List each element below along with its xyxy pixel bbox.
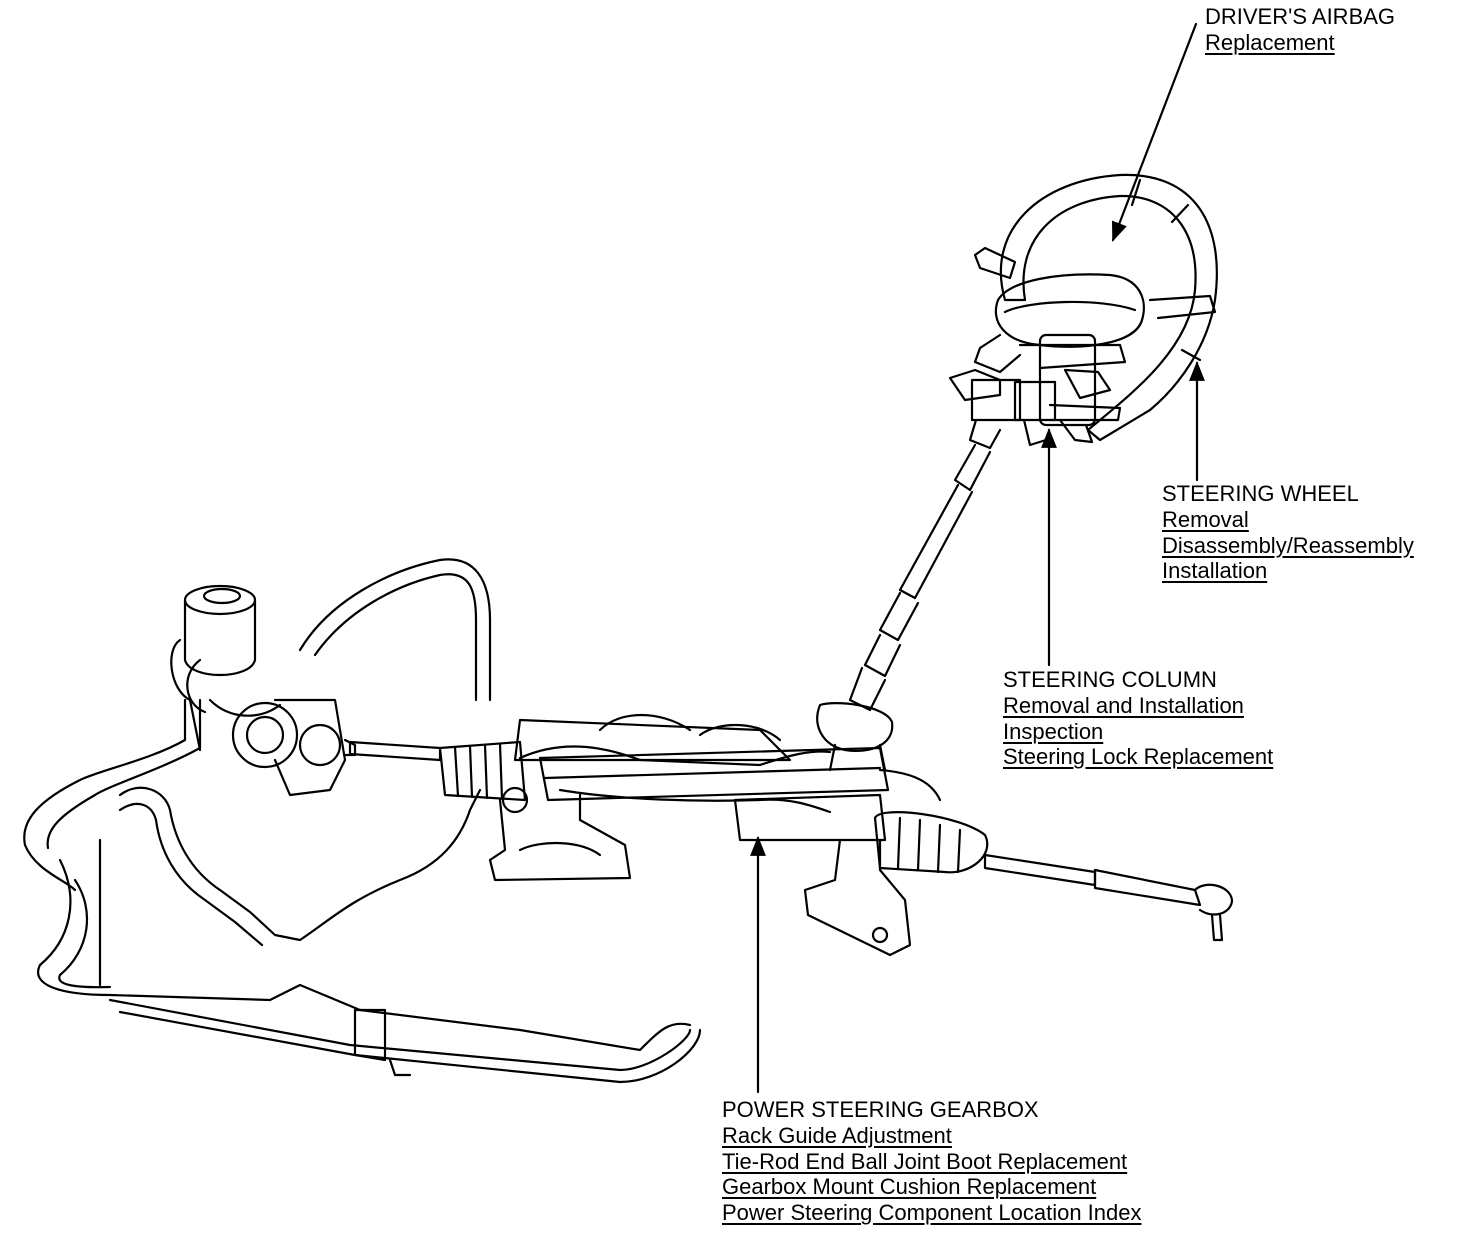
steering-wheel-drawing: [973, 173, 1218, 442]
steering-wheel-removal-link[interactable]: Removal: [1162, 506, 1249, 532]
gearbox-title: POWER STEERING GEARBOX: [722, 1097, 1039, 1122]
steering-column-inspection-link[interactable]: Inspection: [1003, 718, 1104, 744]
rack-guide-adjustment-link[interactable]: Rack Guide Adjustment: [722, 1122, 952, 1148]
steering-wheel-callout: STEERING WHEEL Removal Disassembly/Reass…: [1162, 481, 1414, 584]
steering-wheel-disassembly-link[interactable]: Disassembly/Reassembly: [1162, 532, 1414, 558]
steering-column-drawing: [848, 333, 1127, 712]
component-location-index-link[interactable]: Power Steering Component Location Index: [722, 1200, 1142, 1226]
steering-column-callout: STEERING COLUMN Removal and Installation…: [1003, 667, 1273, 770]
leader-lines: [750, 22, 1205, 1094]
steering-lock-replacement-link[interactable]: Steering Lock Replacement: [1003, 744, 1274, 770]
tie-rod-boot-replacement-link[interactable]: Tie-Rod End Ball Joint Boot Replacement: [722, 1148, 1128, 1174]
steering-wheel-title: STEERING WHEEL: [1162, 481, 1359, 506]
gearbox-mount-cushion-link[interactable]: Gearbox Mount Cushion Replacement: [722, 1174, 1097, 1200]
steering-wheel-installation-link[interactable]: Installation: [1162, 558, 1268, 584]
airbag-callout: DRIVER'S AIRBAG Replacement: [1205, 4, 1395, 56]
airbag-title: DRIVER'S AIRBAG: [1205, 4, 1396, 29]
pump-reservoir-drawing: [183, 584, 357, 797]
steering-column-title: STEERING COLUMN: [1003, 667, 1217, 692]
steering-column-removal-link[interactable]: Removal and Installation: [1003, 692, 1244, 718]
gearbox-callout: POWER STEERING GEARBOX Rack Guide Adjust…: [722, 1097, 1141, 1226]
gearbox-drawing: [348, 702, 1234, 957]
airbag-replacement-link[interactable]: Replacement: [1205, 29, 1335, 55]
hose-lines-drawing: [23, 558, 942, 1084]
